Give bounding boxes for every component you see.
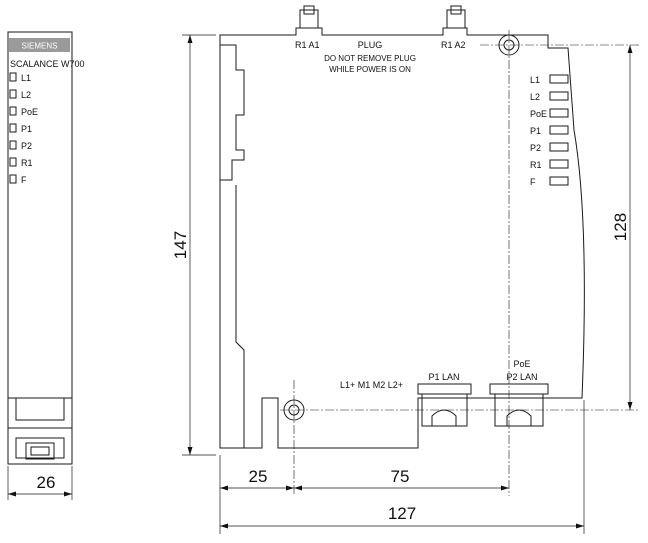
front-connector-pin — [31, 447, 49, 455]
side-led-item: L2 — [530, 92, 568, 102]
left-offset-dimension: 25 — [249, 467, 268, 486]
front-led-label: P1 — [21, 124, 32, 134]
din-rail-clip — [220, 45, 244, 180]
front-led-indicator — [10, 107, 16, 115]
plug-warning-line2: WHILE POWER IS ON — [329, 65, 411, 74]
front-led-indicator — [10, 124, 16, 132]
side-led-label: P2 — [530, 143, 541, 153]
front-led-label: L1 — [21, 73, 31, 83]
antenna-connector-a1 — [300, 10, 318, 28]
side-led-label: PoE — [530, 109, 547, 119]
side-edge-detail — [236, 185, 244, 448]
front-led-indicator — [10, 141, 16, 149]
hole-height-dimension: 128 — [611, 213, 630, 241]
side-led-indicator — [550, 177, 568, 185]
power-terminal-label: L1+ M1 M2 L2+ — [340, 380, 403, 390]
side-led-indicator — [550, 92, 568, 100]
side-led-item: P2 — [530, 143, 568, 153]
side-led-item: R1 — [530, 160, 568, 170]
r1-a2-label: R1 A2 — [441, 40, 466, 50]
front-led-label: L2 — [21, 90, 31, 100]
front-led-item: L2 — [10, 90, 31, 100]
poe-label: PoE — [513, 359, 530, 369]
side-led-label: L1 — [530, 75, 540, 85]
p1-lan-label: P1 LAN — [428, 372, 459, 382]
antenna-connector-a2 — [447, 10, 465, 28]
front-led-indicator — [10, 73, 16, 81]
side-led-item: PoE — [530, 109, 568, 119]
front-led-label: P2 — [21, 141, 32, 151]
front-led-item: PoE — [10, 107, 38, 117]
front-led-item: P1 — [10, 124, 32, 134]
side-led-label: F — [530, 177, 536, 187]
side-led-label: R1 — [530, 160, 542, 170]
p1-lan-port — [418, 384, 471, 426]
side-led-item: P1 — [530, 126, 568, 136]
side-led-indicator — [550, 126, 568, 134]
product-name: SCALANCE W700 — [10, 59, 85, 69]
p2-lan-port — [490, 384, 548, 426]
front-led-label: R1 — [21, 158, 33, 168]
r1-a1-label: R1 A1 — [295, 40, 320, 50]
front-led-indicator — [10, 175, 16, 183]
total-width-dimension: 127 — [388, 504, 416, 523]
front-led-indicator — [10, 158, 16, 166]
side-led-indicator — [550, 75, 568, 83]
brand-name: SIEMENS — [21, 42, 57, 51]
side-view: R1 A1 R1 A2 PLUG DO NOT REMOVE PLUG WHIL… — [171, 6, 640, 534]
side-led-item: F — [530, 177, 568, 187]
height-dimension: 147 — [171, 231, 190, 259]
front-led-item: L1 — [10, 73, 31, 83]
front-led-indicator — [10, 90, 16, 98]
front-bottom-recess — [16, 398, 64, 420]
front-led-item: R1 — [10, 158, 33, 168]
front-housing — [8, 32, 72, 464]
plug-title: PLUG — [358, 40, 383, 50]
front-led-label: PoE — [21, 107, 38, 117]
side-led-label: L2 — [530, 92, 540, 102]
front-led-item: P2 — [10, 141, 32, 151]
front-width-dimension: 26 — [37, 473, 56, 492]
front-connector-slot — [26, 443, 54, 459]
front-led-label: F — [21, 175, 27, 185]
plug-warning-line1: DO NOT REMOVE PLUG — [324, 54, 416, 63]
front-led-item: F — [10, 175, 27, 185]
hole-spacing-dimension: 75 — [391, 467, 410, 486]
side-led-label: P1 — [530, 126, 541, 136]
side-led-indicator — [550, 109, 568, 117]
side-led-item: L1 — [530, 75, 568, 85]
p2-lan-label: P2 LAN — [506, 372, 537, 382]
side-led-indicator — [550, 160, 568, 168]
side-led-indicator — [550, 143, 568, 151]
